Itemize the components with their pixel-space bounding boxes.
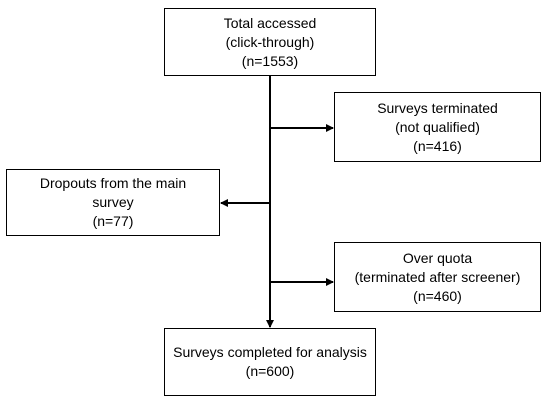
over-quota-sublabel: (terminated after screener) (354, 268, 521, 285)
total-accessed-box: Total accessed (click-through) (n=1553) (164, 8, 376, 76)
total-accessed-sublabel: (click-through) (225, 33, 315, 50)
surveys-completed-count: (n=600) (245, 363, 295, 379)
over-quota-count: (n=460) (413, 287, 462, 304)
over-quota-label: Over quota (402, 249, 473, 266)
surveys-terminated-label: Surveys terminated (377, 99, 498, 116)
total-accessed-count: (n=1553) (241, 52, 299, 69)
over-quota-box: Over quota (terminated after screener) (… (334, 242, 541, 312)
total-accessed-label: Total accessed (223, 14, 317, 31)
dropouts-count: (n=77) (92, 213, 134, 229)
surveys-terminated-box: Surveys terminated (not qualified) (n=41… (334, 92, 541, 162)
surveys-terminated-sublabel: (not qualified) (395, 118, 480, 135)
dropouts-label-cont: survey (92, 194, 134, 210)
surveys-completed-box: Surveys completed for analysis (n=600) (164, 328, 376, 396)
dropouts-box: Dropouts from the main survey (n=77) (6, 169, 220, 236)
surveys-terminated-count: (n=416) (413, 137, 462, 154)
dropouts-label: Dropouts from the main (39, 175, 187, 191)
surveys-completed-label: Surveys completed for analysis (173, 344, 367, 360)
